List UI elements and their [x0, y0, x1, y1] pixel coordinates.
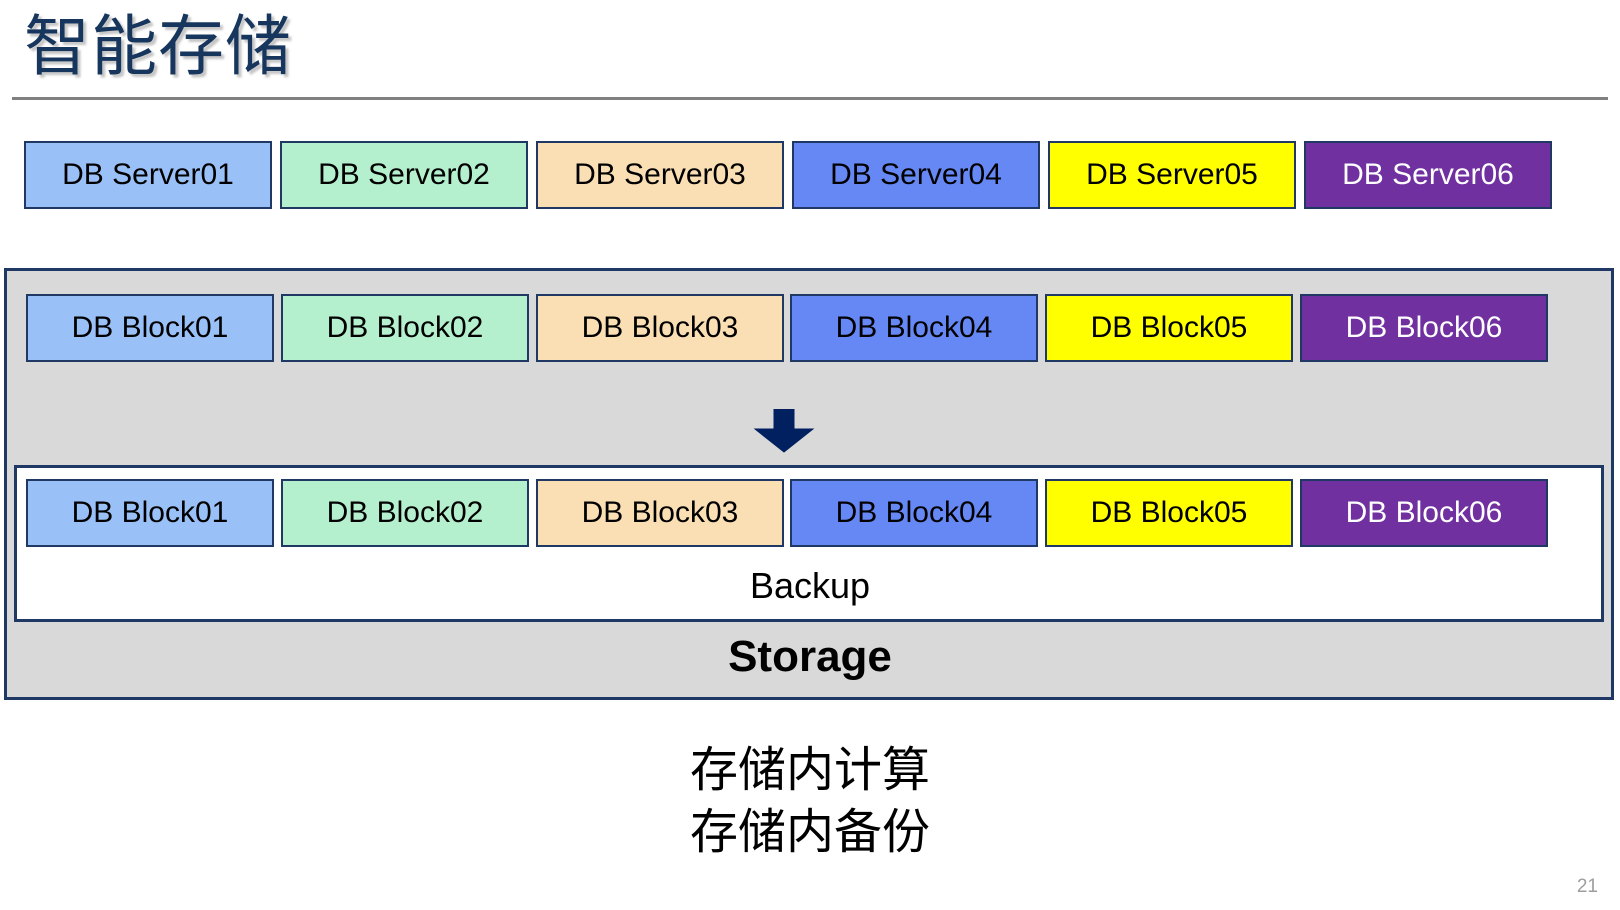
- page-title: 智能存储: [24, 9, 292, 83]
- db-block-bottom-box-label: DB Block02: [326, 496, 484, 529]
- db-server-box-label: DB Server01: [62, 158, 234, 191]
- storage-label: Storage: [728, 632, 892, 681]
- db-block-bottom-box-label: DB Block01: [71, 496, 229, 529]
- db-server-box-label: DB Server05: [1086, 158, 1258, 191]
- db-block-top-box-3[interactable]: DB Block03: [536, 294, 784, 362]
- db-block-top-box-label: DB Block06: [1345, 311, 1503, 344]
- db-server-box-label: DB Server04: [830, 158, 1002, 191]
- db-block-top-box-label: DB Block01: [71, 311, 229, 344]
- db-server-box-3[interactable]: DB Server03: [536, 141, 784, 209]
- db-block-top-box-label: DB Block04: [835, 311, 993, 344]
- db-server-box-1[interactable]: DB Server01: [24, 141, 272, 209]
- db-server-box-2[interactable]: DB Server02: [280, 141, 528, 209]
- db-block-top-box-label: DB Block05: [1090, 311, 1248, 344]
- db-server-box-5[interactable]: DB Server05: [1048, 141, 1296, 209]
- db-block-bottom-box-5[interactable]: DB Block05: [1045, 479, 1293, 547]
- db-block-bottom-box-2[interactable]: DB Block02: [281, 479, 529, 547]
- db-block-bottom-box-label: DB Block03: [581, 496, 739, 529]
- backup-label: Backup: [749, 565, 871, 606]
- caption-block: 存储内计算存储内备份: [0, 740, 1620, 864]
- caption-line-2: 存储内备份: [689, 806, 930, 859]
- db-server-box-4[interactable]: DB Server04: [792, 141, 1040, 209]
- db-block-top-box-label: DB Block03: [581, 311, 739, 344]
- db-block-bottom-box-1[interactable]: DB Block01: [26, 479, 274, 547]
- title-divider: [12, 97, 1608, 100]
- page-number: 21: [1576, 876, 1598, 897]
- down-arrow-icon: [753, 409, 815, 453]
- db-server-box-label: DB Server03: [574, 158, 746, 191]
- db-block-top-box-1[interactable]: DB Block01: [26, 294, 274, 362]
- db-block-bottom-box-6[interactable]: DB Block06: [1300, 479, 1548, 547]
- db-server-box-label: DB Server06: [1342, 158, 1514, 191]
- caption-line-1: 存储内计算: [689, 744, 930, 797]
- db-server-box-label: DB Server02: [318, 158, 490, 191]
- db-block-top-box-4[interactable]: DB Block04: [790, 294, 1038, 362]
- db-block-bottom-box-4[interactable]: DB Block04: [790, 479, 1038, 547]
- db-block-bottom-box-label: DB Block06: [1345, 496, 1503, 529]
- db-server-box-6[interactable]: DB Server06: [1304, 141, 1552, 209]
- db-block-bottom-box-label: DB Block05: [1090, 496, 1248, 529]
- db-block-top-box-5[interactable]: DB Block05: [1045, 294, 1293, 362]
- db-block-bottom-box-3[interactable]: DB Block03: [536, 479, 784, 547]
- db-block-bottom-box-label: DB Block04: [835, 496, 993, 529]
- db-block-top-box-6[interactable]: DB Block06: [1300, 294, 1548, 362]
- db-block-top-box-label: DB Block02: [326, 311, 484, 344]
- db-block-top-box-2[interactable]: DB Block02: [281, 294, 529, 362]
